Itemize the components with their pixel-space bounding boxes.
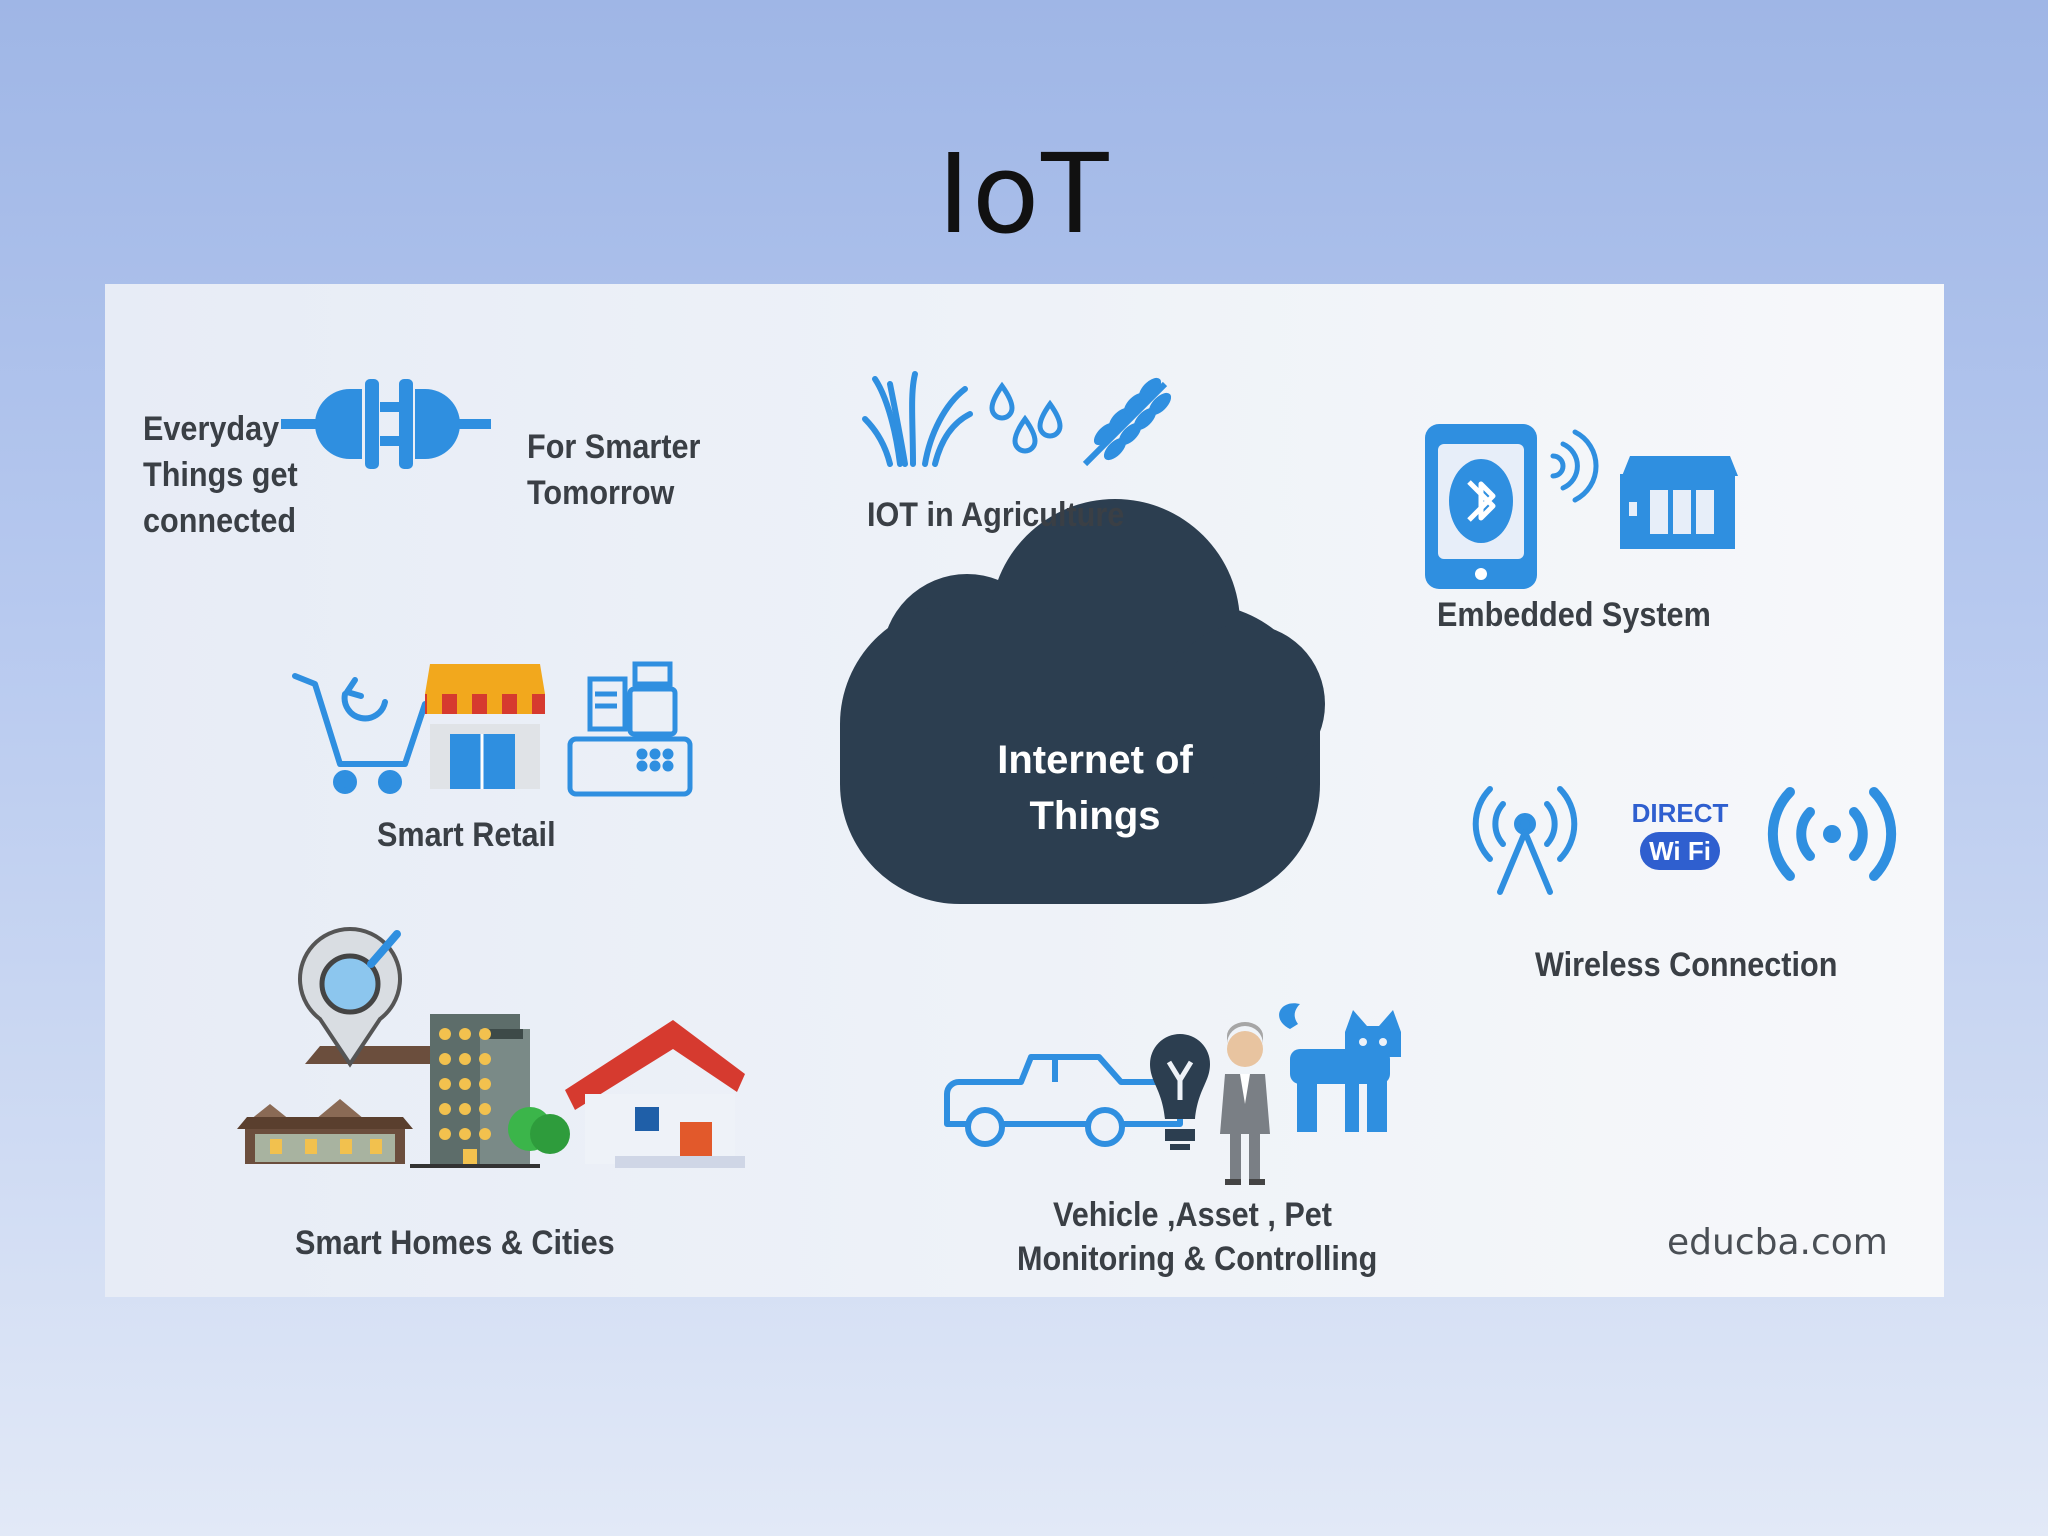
smarter-label-line1: For Smarter — [527, 428, 701, 466]
house-icon — [565, 1020, 745, 1168]
cloud-title-line2: Things — [1029, 794, 1161, 838]
everyday-label-line2: Things get — [143, 456, 298, 494]
broadcast-icon — [1767, 787, 1897, 881]
wifi-direct-icon: DIRECT Wi Fi — [1632, 798, 1729, 870]
lightbulb-icon — [1150, 1034, 1210, 1150]
embedded-device-icon — [1620, 456, 1738, 549]
slide-title: IoT — [937, 130, 1111, 258]
antenna-tower-icon — [1472, 786, 1578, 895]
wifi-logo-text: Wi Fi — [1649, 836, 1711, 866]
shopping-cart-icon — [292, 673, 428, 794]
iot-diagram-art: DIRECT Wi Fi — [237, 371, 1897, 1185]
smarter-label-line2: Tomorrow — [527, 474, 675, 512]
cloud-shape — [840, 499, 1325, 904]
grass-icon — [862, 371, 973, 467]
wheat-icon — [1082, 377, 1172, 467]
cloud-title-line1: Internet of — [997, 738, 1193, 782]
vehicle-label-line2: Monitoring & Controlling — [1017, 1240, 1378, 1278]
brand-watermark: educba.com — [1667, 1222, 1888, 1263]
agriculture-label: IOT in Agriculture — [867, 496, 1125, 534]
location-search-town-icon — [237, 927, 500, 1164]
everyday-label-line3: connected — [143, 502, 297, 540]
vehicle-label-line1: Vehicle ,Asset , Pet — [1053, 1196, 1332, 1234]
smartphone-bluetooth-icon — [1425, 424, 1537, 589]
embedded-system-label: Embedded System — [1437, 596, 1711, 634]
office-building-icon — [410, 1014, 570, 1168]
car-icon — [944, 1054, 1183, 1147]
wifi-direct-caption: DIRECT — [1632, 798, 1729, 828]
signal-waves-icon — [1550, 429, 1599, 503]
wireless-connection-label: Wireless Connection — [1535, 946, 1838, 984]
person-icon — [1220, 1022, 1270, 1185]
smart-retail-label: Smart Retail — [377, 816, 556, 854]
cat-icon — [1279, 1003, 1401, 1132]
cash-register-icon — [567, 661, 693, 797]
iot-diagram-panel: DIRECT Wi Fi — [105, 284, 1944, 1297]
plug-icon — [281, 379, 491, 469]
everyday-label-line1: Everyday — [143, 410, 280, 448]
store-icon — [425, 664, 545, 789]
water-drops-icon — [989, 381, 1063, 454]
smart-homes-label: Smart Homes & Cities — [295, 1224, 615, 1262]
